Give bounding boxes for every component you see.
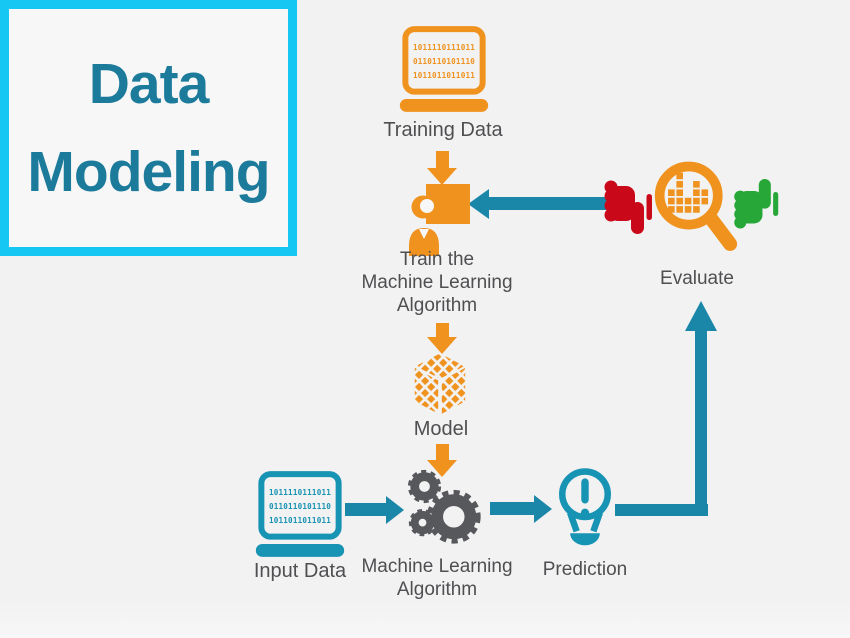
gears-icon — [407, 469, 481, 544]
arrow-stem — [345, 503, 387, 516]
svg-text:1011011011011: 1011011011011 — [413, 71, 475, 80]
page-title-line-1: Data — [88, 51, 210, 116]
svg-text:0110110101110: 0110110101110 — [413, 57, 475, 66]
arrow-stem — [488, 197, 614, 210]
input-data-label: Input Data — [253, 560, 347, 582]
arrow-head-down-icon — [427, 460, 457, 477]
cube-blocks-icon — [414, 353, 466, 414]
arrow-head-left-icon — [468, 189, 489, 219]
laptop-binary-icon: 1011110111011 0110110101110 101101101101… — [399, 26, 489, 112]
page-title-line-2: Modeling — [27, 140, 270, 204]
bar-chart-blocks — [668, 172, 709, 213]
arrow-head-up-icon — [685, 301, 717, 331]
arrow-head-down-icon — [427, 337, 457, 354]
trainer-presenting-icon — [409, 184, 470, 256]
laptop-binary-icon: 1011110111011 0110110101110 101101101101… — [255, 471, 345, 557]
arrow-head-right-icon — [534, 495, 552, 523]
arrow-stem — [436, 444, 449, 461]
training-data-label: Training Data — [383, 119, 503, 141]
title-box: Data Modeling — [0, 0, 297, 256]
svg-text:0110110101110: 0110110101110 — [269, 502, 331, 511]
arrow-stem-horizontal — [615, 504, 708, 516]
arrow-stem — [436, 151, 449, 169]
arrow-stem — [490, 502, 535, 515]
prediction-label: Prediction — [542, 559, 628, 580]
lightbulb-icon — [559, 468, 611, 546]
arrow-stem — [436, 323, 449, 339]
magnifier-chart-icon — [654, 161, 738, 251]
arrow-head-right-icon — [386, 496, 404, 524]
svg-text:1011110111011: 1011110111011 — [413, 43, 475, 52]
arrow-stem-vertical — [695, 330, 707, 516]
ml-algorithm-label: Machine Learning Algorithm — [361, 556, 513, 600]
thumbs-up-icon — [734, 179, 779, 229]
train-label: Train the Machine Learning Algorithm — [361, 249, 513, 316]
model-label: Model — [413, 418, 469, 440]
evaluate-label: Evaluate — [660, 268, 734, 289]
svg-text:1011110111011: 1011110111011 — [269, 488, 331, 497]
svg-text:1011011011011: 1011011011011 — [269, 516, 331, 525]
thumbs-down-icon — [604, 180, 652, 234]
arrow-head-down-icon — [427, 168, 457, 185]
